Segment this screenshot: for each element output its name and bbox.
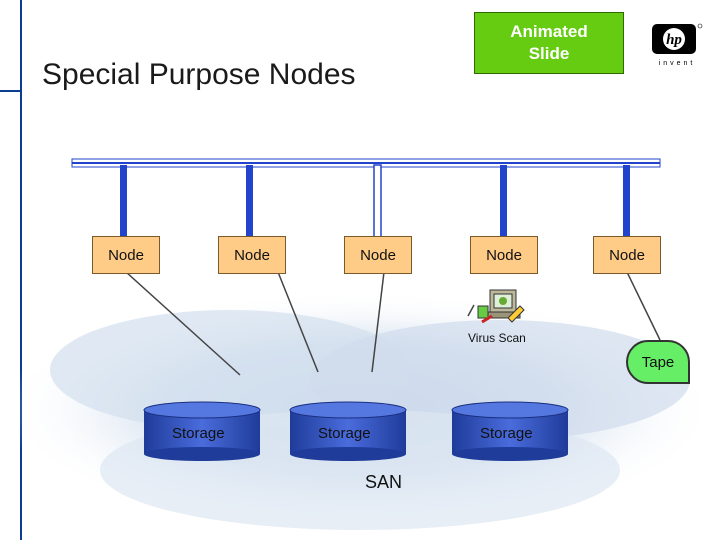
- storage-cylinder-2: [289, 401, 407, 461]
- registered-mark: [697, 23, 703, 29]
- hp-logo-letters: hp: [666, 32, 682, 48]
- node-4-label: Node: [486, 246, 522, 264]
- san-label: SAN: [365, 472, 403, 492]
- node-1-label: Node: [108, 246, 144, 264]
- node-2: Node: [218, 236, 286, 274]
- node-4: Node: [470, 236, 538, 274]
- storage-3-label: Storage: [480, 425, 533, 442]
- san-cloud: [0, 290, 720, 530]
- virus-scan-icon: [477, 289, 525, 324]
- virus-scan-label: Virus Scan: [468, 331, 526, 345]
- left-border-accent: [0, 90, 22, 92]
- hp-logo-circle: [663, 28, 685, 50]
- node-5: Node: [593, 236, 661, 274]
- animated-slide-badge: Animated Slide: [474, 12, 624, 74]
- storage-2-label: Storage: [318, 425, 371, 442]
- storage-cylinder-1: [143, 401, 261, 461]
- bus-drops: [120, 164, 630, 238]
- node-5-label: Node: [609, 246, 645, 264]
- node-1: Node: [92, 236, 160, 274]
- lan-bus: [71, 158, 661, 168]
- san-links: [125, 271, 661, 376]
- tape-device: Tape: [626, 340, 690, 384]
- tape-label: Tape: [641, 353, 675, 371]
- node-2-label: Node: [234, 246, 270, 264]
- slide-title: Special Purpose Nodes: [42, 58, 356, 91]
- hp-logo: hp invent: [652, 23, 703, 67]
- node-3: Node: [344, 236, 412, 274]
- animated-slide-label: Animated Slide: [510, 22, 588, 63]
- storage-cylinder-3: [451, 401, 569, 461]
- hp-logo-tagline: invent: [659, 60, 696, 67]
- storage-1-label: Storage: [172, 425, 225, 442]
- node-3-label: Node: [360, 246, 396, 264]
